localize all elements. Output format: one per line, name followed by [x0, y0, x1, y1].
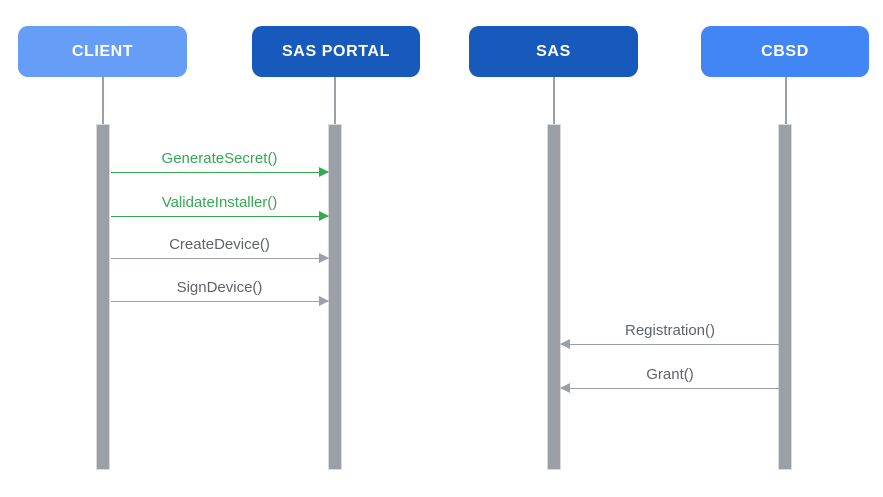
message-create-device: CreateDevice(): [111, 235, 329, 263]
arrowhead-right-icon: [319, 253, 329, 263]
message-label: ValidateInstaller(): [161, 194, 278, 211]
message-arrow-line: [111, 211, 329, 221]
actor-label-client: CLIENT: [71, 42, 134, 60]
actor-label-sas: SAS: [536, 42, 571, 60]
message-validate-installer: ValidateInstaller(): [111, 193, 329, 221]
activation-bar-sas: [547, 124, 561, 470]
message-label: CreateDevice(): [169, 236, 270, 253]
activation-bar-sas-portal: [328, 124, 342, 470]
lifeline-cbsd: [785, 77, 787, 125]
message-label: Grant(): [646, 366, 694, 383]
arrowhead-right-icon: [319, 167, 329, 177]
message-generate-secret: GenerateSecret(): [111, 149, 329, 177]
arrowhead-right-icon: [319, 296, 329, 306]
message-arrow-line: [111, 296, 329, 306]
arrowhead-left-icon: [560, 383, 570, 393]
message-arrow-line: [111, 253, 329, 263]
message-label: GenerateSecret(): [161, 150, 278, 167]
lifeline-sas-portal: [334, 77, 336, 125]
message-sign-device: SignDevice(): [111, 278, 329, 306]
actor-box-cbsd: CBSD: [701, 26, 869, 77]
actor-box-client: CLIENT: [18, 26, 187, 77]
message-label: SignDevice(): [176, 279, 263, 296]
actor-label-cbsd: CBSD: [761, 42, 809, 60]
message-arrow-line: [111, 167, 329, 177]
lifeline-client: [102, 77, 104, 125]
actor-box-sas-portal: SAS PORTAL: [252, 26, 420, 77]
activation-bar-client: [96, 124, 110, 470]
message-grant: Grant(): [560, 365, 779, 393]
lifeline-sas: [553, 77, 555, 125]
message-label: Registration(): [624, 322, 716, 339]
message-arrow-line: [560, 339, 779, 349]
message-arrow-line: [560, 383, 779, 393]
message-registration: Registration(): [560, 321, 779, 349]
arrowhead-left-icon: [560, 339, 570, 349]
activation-bar-cbsd: [778, 124, 792, 470]
actor-label-sas-portal: SAS PORTAL: [282, 42, 390, 60]
actor-box-sas: SAS: [469, 26, 638, 77]
arrowhead-right-icon: [319, 211, 329, 221]
